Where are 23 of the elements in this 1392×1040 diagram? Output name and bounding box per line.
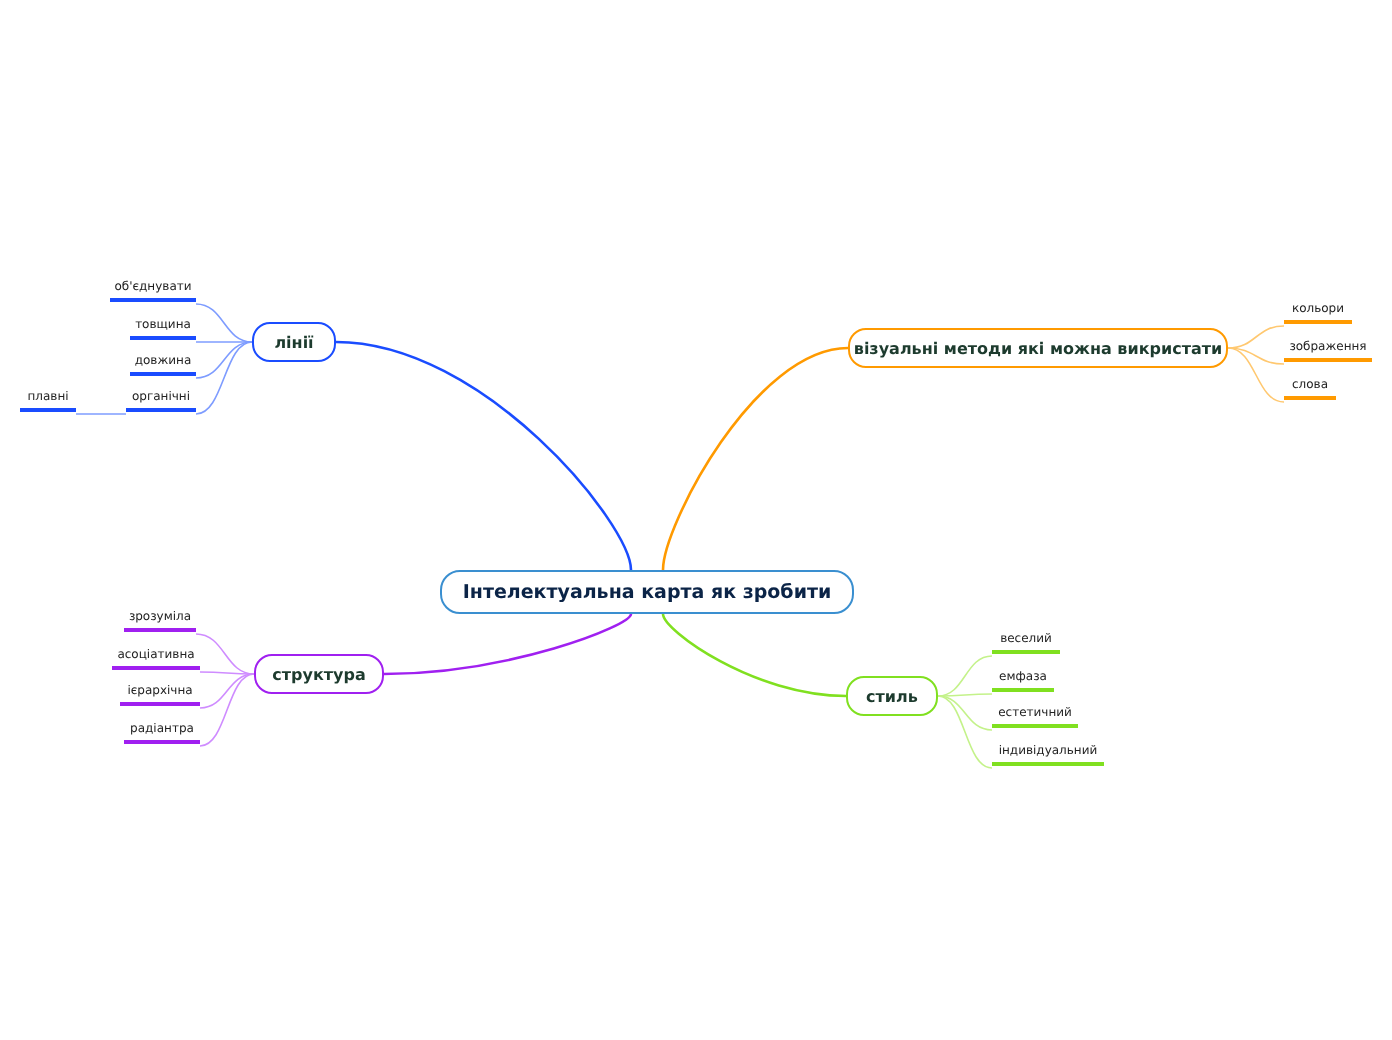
topic-box: стиль (846, 676, 938, 716)
connector-line (1227, 347, 1285, 365)
connector-line (75, 413, 127, 415)
connector-line (199, 671, 255, 675)
connector-line (937, 695, 993, 769)
connector-line (661, 346, 849, 571)
topic-box: лінії (252, 322, 336, 362)
connector-line (1227, 347, 1285, 403)
topic-box: структура (254, 654, 384, 694)
connector-line (195, 341, 253, 415)
connector-line (195, 341, 253, 379)
connector-line (199, 673, 255, 709)
connector-line (195, 341, 253, 343)
connector-line (937, 695, 993, 731)
connector-line (199, 673, 255, 747)
connector-line (661, 613, 847, 698)
connector-line (335, 340, 633, 571)
connector-line (937, 693, 993, 697)
connector-line (1227, 325, 1285, 349)
central-topic: Інтелектуальна карта як зробити (440, 570, 854, 614)
topic-box: візуальні методи які можна викристати (848, 328, 1228, 368)
connector-line (937, 655, 993, 697)
connector-line (383, 613, 633, 676)
